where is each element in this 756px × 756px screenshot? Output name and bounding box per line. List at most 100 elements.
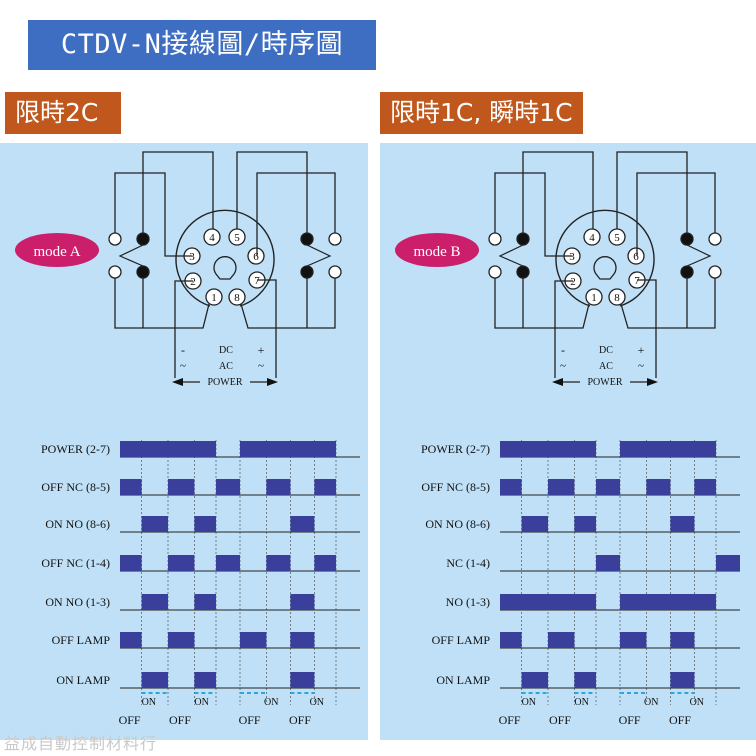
wire-pin6 — [256, 172, 336, 256]
signal-pulse — [596, 479, 620, 495]
signal-pulse — [670, 632, 695, 648]
signal-pulse — [500, 441, 596, 457]
off-label: OFF — [499, 713, 521, 727]
signal-label: ON LAMP — [436, 673, 490, 687]
contact-arm-right — [686, 244, 712, 267]
pin-label: 1 — [591, 292, 597, 304]
signal-label: ON NO (1-3) — [45, 595, 110, 609]
signal-label: OFF NC (8-5) — [421, 480, 490, 494]
signal-label: POWER (2-7) — [41, 442, 110, 456]
wire-pin7 — [637, 279, 657, 378]
contact-arm-left — [118, 244, 144, 267]
signal-pulse — [694, 479, 716, 495]
signal-pulse — [548, 632, 575, 648]
signal-label: NC (1-4) — [446, 556, 490, 570]
signal-pulse — [500, 632, 522, 648]
signal-pulse — [266, 479, 291, 495]
supply-plus: + — [638, 343, 645, 357]
wire-pin2 — [554, 280, 573, 378]
on-label: ON — [264, 697, 278, 708]
socket-key — [213, 256, 237, 280]
on-label: ON — [310, 697, 324, 708]
signal-pulse — [120, 441, 216, 457]
wire-pin2 — [174, 280, 193, 378]
signal-label: OFF LAMP — [432, 633, 491, 647]
mode-label: mode B — [413, 244, 460, 260]
contact-terminal — [136, 232, 150, 246]
signal-pulse — [120, 632, 142, 648]
signal-pulse — [574, 516, 596, 532]
pin-8 — [228, 288, 246, 306]
power-arrow-left — [172, 378, 183, 386]
off-label: OFF — [119, 713, 141, 727]
power-label: POWER — [208, 377, 243, 388]
signal-pulse — [716, 555, 740, 571]
signal-pulse — [194, 672, 216, 688]
socket-outline — [555, 209, 655, 307]
signal-pulse — [670, 672, 695, 688]
signal-pulse — [216, 555, 240, 571]
wire-pin5 — [236, 151, 308, 236]
wire-pin4 — [142, 151, 214, 236]
supply-tilde-left: ~ — [560, 360, 566, 372]
pin-label: 1 — [211, 292, 217, 304]
pin-4 — [203, 228, 221, 246]
supply-tilde-right: ~ — [638, 360, 644, 372]
signal-pulse — [120, 479, 142, 495]
signal-pulse — [646, 479, 671, 495]
pin-label: 5 — [234, 232, 240, 244]
signal-pulse — [620, 632, 647, 648]
tab-timer-2c: 限時2C — [5, 92, 121, 134]
timing-diagram: POWER (2-7)OFF NC (8-5)ON NO (8-6)OFF NC… — [41, 440, 360, 727]
signal-pulse — [314, 555, 336, 571]
wire-pin6 — [636, 172, 716, 256]
wire-pin3 — [114, 172, 192, 257]
supply-dc: DC — [599, 345, 613, 356]
supply-tilde-left: ~ — [180, 360, 186, 372]
off-label: OFF — [619, 713, 641, 727]
off-label: OFF — [239, 713, 261, 727]
pin-1 — [205, 288, 223, 306]
contact-terminal — [300, 265, 314, 279]
signal-pulse — [314, 479, 336, 495]
off-label: OFF — [669, 713, 691, 727]
contact-terminal — [488, 232, 502, 246]
signal-pulse — [194, 516, 216, 532]
signal-pulse — [141, 672, 168, 688]
socket-key — [593, 256, 617, 280]
contact-terminal — [328, 232, 342, 246]
pin-label: 3 — [189, 251, 195, 263]
on-label: ON — [522, 697, 536, 708]
contact-terminal — [108, 232, 122, 246]
pin-4 — [583, 228, 601, 246]
signal-label: OFF LAMP — [52, 633, 111, 647]
contact-terminal — [708, 265, 722, 279]
signal-label: OFF NC (1-4) — [41, 556, 110, 570]
signal-label: NO (1-3) — [446, 595, 490, 609]
page-title: CTDV-N接線圖/時序圖 — [28, 20, 376, 70]
power-label: POWER — [588, 377, 623, 388]
signal-label: ON NO (8-6) — [425, 517, 490, 531]
signal-pulse — [596, 555, 620, 571]
pin-8 — [608, 288, 626, 306]
signal-pulse — [521, 672, 548, 688]
signal-pulse — [168, 632, 195, 648]
wire-pin1 — [114, 275, 210, 329]
on-label: ON — [142, 697, 156, 708]
wire-pin4 — [522, 151, 594, 236]
contact-arm-right — [306, 244, 332, 267]
on-label: ON — [194, 697, 208, 708]
pin-6 — [247, 247, 265, 265]
pin-label: 7 — [254, 275, 260, 287]
signal-pulse — [670, 516, 695, 532]
signal-pulse — [266, 555, 291, 571]
wire-pin3 — [494, 172, 572, 257]
pin-6 — [627, 247, 645, 265]
supply-minus: - — [561, 343, 565, 357]
contact-terminal — [136, 265, 150, 279]
contact-terminal — [108, 265, 122, 279]
on-label: ON — [690, 697, 704, 708]
wire-pin8 — [240, 275, 336, 329]
